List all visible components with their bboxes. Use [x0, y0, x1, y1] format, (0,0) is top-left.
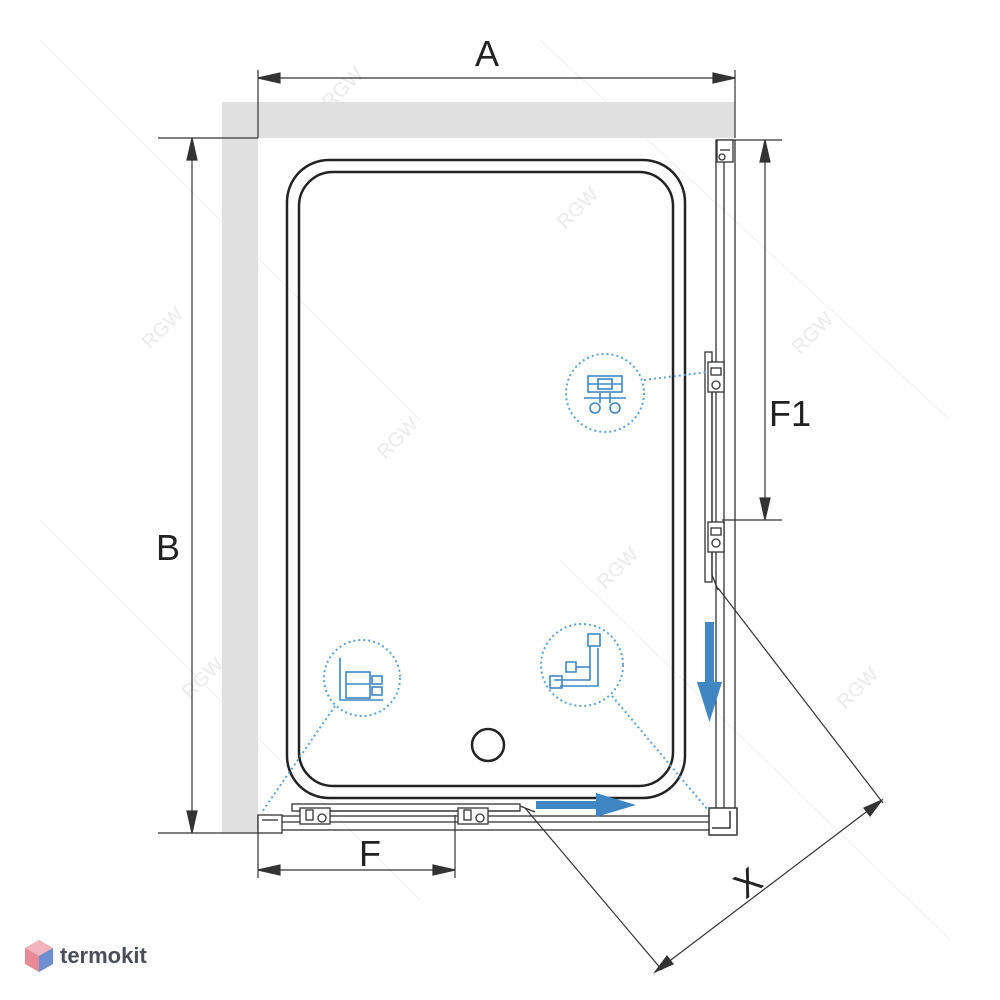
- drain: [470, 727, 506, 763]
- dimension-label-a: A: [475, 33, 499, 74]
- shower-tray-outer: [285, 158, 687, 800]
- watermark-text: RGW: [788, 308, 838, 358]
- hexagon-logo-icon: [25, 940, 53, 972]
- bottom-door-roller-left: [299, 807, 331, 825]
- brand-logo: termokit: [24, 936, 147, 976]
- corner-detail-icon: [549, 633, 601, 689]
- right-door-roller-top: [707, 361, 725, 393]
- watermark-text: RGW: [553, 183, 603, 233]
- shower-tray-inner: [297, 170, 675, 788]
- watermark-text: RGW: [178, 653, 228, 703]
- right-panel: [715, 139, 736, 821]
- arrow-down-icon: [697, 622, 722, 722]
- watermark-text: RGW: [833, 663, 883, 713]
- dimension-label-b: B: [156, 527, 180, 568]
- roller-detail-icon: [584, 375, 626, 414]
- watermark-text: RGW: [373, 413, 423, 463]
- corner-profile: [708, 807, 738, 836]
- dimension-lines: [158, 70, 884, 974]
- brand-name: termokit: [60, 943, 147, 968]
- arrow-right-icon: [536, 793, 636, 817]
- right-door-roller-bottom: [707, 521, 725, 553]
- wall-profile-icon: [339, 658, 383, 701]
- watermark-text: RGW: [593, 543, 643, 593]
- callout-wall-profile: [261, 639, 401, 813]
- dimension-label-f: F: [359, 833, 381, 874]
- watermark-text: RGW: [138, 303, 188, 353]
- dimension-label-f1: F1: [769, 393, 811, 434]
- watermark-grid: [39, 39, 951, 941]
- callout-corner-detail: [540, 623, 709, 811]
- dimension-label-x: X: [726, 859, 770, 906]
- callout-roller-detail: [565, 353, 709, 433]
- bottom-door-roller-right: [457, 807, 489, 825]
